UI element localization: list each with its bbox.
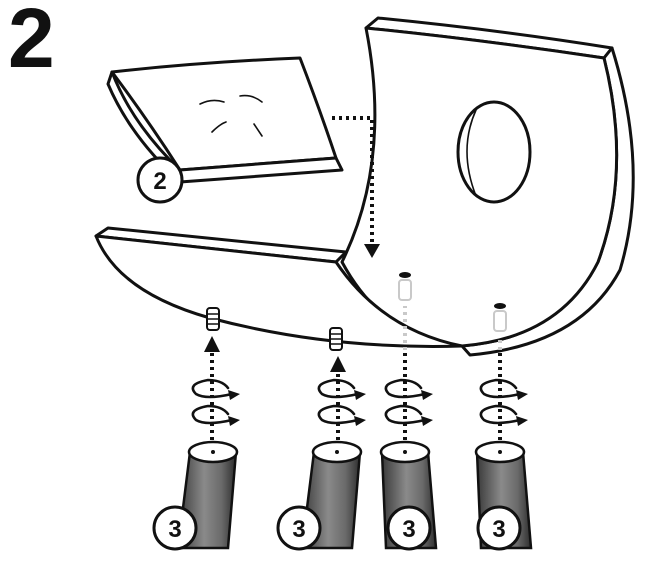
rotate-icon-leg-1 [193,380,240,426]
leg-1-callout: 3 [154,507,196,549]
cushion-callout-label: 2 [153,168,166,195]
rotate-icon-leg-2 [319,380,366,426]
cushion [108,58,342,182]
backrest-panel [342,18,633,355]
leg-2-callout: 3 [278,507,320,549]
rotate-icon-leg-4 [481,380,528,426]
bolt-2 [330,328,342,350]
bolt-1 [207,308,219,330]
rotate-icon-leg-3 [386,380,433,426]
leg-2-callout-label: 3 [292,516,305,543]
leg-1-callout-label: 3 [168,516,181,543]
cushion-callout: 2 [138,158,182,202]
step-number: 2 [8,0,55,80]
leg-4-callout: 3 [478,507,520,549]
bolt-4-hidden [494,303,506,331]
leg-4-callout-label: 3 [492,516,505,543]
leg-3-callout-label: 3 [402,516,415,543]
leg-3-callout: 3 [388,507,430,549]
bolt-3-hidden [399,272,411,300]
leg-1-arrow [204,336,220,440]
